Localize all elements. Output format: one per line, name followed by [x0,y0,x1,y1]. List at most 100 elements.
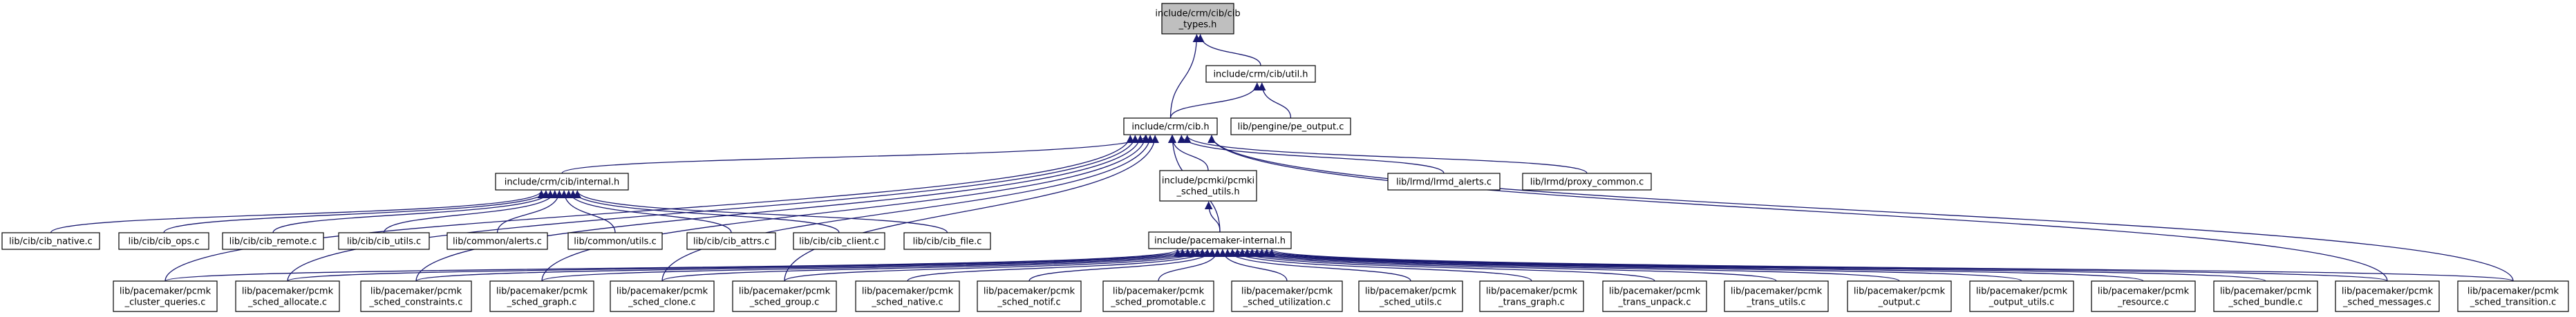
node-sched-constraints-c[interactable]: lib/pacemaker/pcmk_sched_constraints.c [360,280,472,312]
node-label-line: lib/pacemaker/pcmk [370,287,462,297]
node-label-line: _resource.c [2117,298,2169,308]
node-sched-native-c[interactable]: lib/pacemaker/pcmk_sched_native.c [855,280,960,312]
node-label-line: _sched_constraints.c [369,298,463,308]
edge-utils-c-to-cib-internal-h [560,190,616,233]
node-cib-file-c[interactable]: lib/cib/cib_file.c [903,232,991,250]
node-cib-h[interactable]: include/crm/cib.h [1123,117,1218,135]
node-label-line: include/crm/cib/cib [1155,9,1240,19]
node-cib-util-h[interactable]: include/crm/cib/util.h [1205,65,1316,83]
node-cib-client-c[interactable]: lib/cib/cib_client.c [793,232,885,250]
edge-cib-file-c-to-cib-internal-h [573,190,948,233]
node-cib-types-h[interactable]: include/crm/cib/cib_types.h [1155,3,1241,35]
node-label-line: lib/pacemaker/pcmk [617,287,708,297]
node-box [686,232,776,250]
node-label-line: _sched_promotable.c [1110,298,1206,308]
node-box [1230,117,1351,135]
edge-cib-internal-h-to-cib-h [561,135,1150,174]
edge-cib-native-c-to-cib-internal-h [50,190,546,233]
node-sched-utils-c[interactable]: lib/pacemaker/pcmk_sched_utils.c [1358,280,1463,312]
node-box [222,232,324,250]
node-box [977,280,1082,312]
edge-proxy-common-c-to-cib-h [1183,135,1588,174]
node-box [1231,280,1343,312]
node-label-line: lib/pacemaker/pcmk [1854,287,1946,297]
node-label-line: lib/pacemaker/pcmk [2467,287,2559,297]
edge-resource-c-to-pacemaker-internal-h [1253,249,2144,282]
node-sched-messages-c[interactable]: lib/pacemaker/pcmk_sched_messages.c [2335,280,2440,312]
node-box [495,173,629,191]
node-label-line: lib/common/alerts.c [453,237,542,247]
node-label-line: _sched_allocate.c [247,298,327,308]
edge-cib-remote-c-to-cib-internal-h [272,190,555,233]
node-label-line: _sched_messages.c [2342,298,2432,308]
node-label-line: include/pcmki/pcmki [1162,176,1254,186]
node-trans-graph-c[interactable]: lib/pacemaker/pcmk_trans_graph.c [1479,280,1584,312]
edge-pacemaker-internal-h-to-pcmki-sched-utils-h [1204,201,1221,233]
node-box [2091,280,2196,312]
edge-sched-constraints-c-to-cib-h [415,135,1145,282]
edge-output-c-to-pacemaker-internal-h [1243,249,1900,282]
node-box [855,280,960,312]
node-cib-ops-c[interactable]: lib/cib/cib_ops.c [118,232,209,250]
node-label-line: include/crm/cib.h [1131,122,1209,133]
node-box [360,280,472,312]
node-pe-output-c[interactable]: lib/pengine/pe_output.c [1230,117,1351,135]
edge-pe-output-c-to-cib-util-h [1257,82,1292,119]
node-sched-group-c[interactable]: lib/pacemaker/pcmk_sched_group.c [732,280,837,312]
node-box [1123,117,1218,135]
node-label-line: _sched_graph.c [507,298,577,308]
node-output-c[interactable]: lib/pacemaker/pcmk_output.c [1847,280,1952,312]
node-sched-notif-c[interactable]: lib/pacemaker/pcmk_sched_notif.c [977,280,1082,312]
node-box [2213,280,2318,312]
edge-sched-bundle-c-to-pacemaker-internal-h [1258,249,2266,282]
node-label-line: lib/cib/cib_remote.c [229,237,317,247]
node-label-line: lib/pacemaker/pcmk [1365,287,1457,297]
node-label-line: lib/pacemaker/pcmk [1113,287,1205,297]
node-label-line: lib/cib/cib_file.c [913,237,982,247]
node-label-line: lib/pacemaker/pcmk [2098,287,2190,297]
edge-sched-promotable-c-to-pacemaker-internal-h [1158,249,1222,282]
node-cib-attrs-c[interactable]: lib/cib/cib_attrs.c [686,232,776,250]
node-box [1479,280,1584,312]
node-box [793,232,885,250]
node-sched-allocate-c[interactable]: lib/pacemaker/pcmk_sched_allocate.c [235,280,340,312]
node-label-line: lib/lrmd/proxy_common.c [1530,177,1644,188]
node-box [1724,280,1829,312]
node-cluster-queries-c[interactable]: lib/pacemaker/pcmk_cluster_queries.c [113,280,218,312]
node-proxy-common-c[interactable]: lib/lrmd/proxy_common.c [1522,173,1652,191]
node-cib-internal-h[interactable]: include/crm/cib/internal.h [495,173,629,191]
node-fsmd-alerts-c[interactable]: lib/lrmd/lrmd_alerts.c [1387,173,1501,191]
node-cib-remote-c[interactable]: lib/cib/cib_remote.c [222,232,324,250]
node-trans-utils-c[interactable]: lib/pacemaker/pcmk_trans_utils.c [1724,280,1829,312]
node-sched-promotable-c[interactable]: lib/pacemaker/pcmk_sched_promotable.c [1102,280,1214,312]
node-box [118,232,209,250]
edge-sched-messages-c-to-cib-h [1207,135,2388,282]
edge-pcmki-sched-utils-h-to-cib-h [1167,135,1209,171]
node-pcmki-sched-utils-h[interactable]: include/pcmki/pcmki_sched_utils.h [1159,170,1257,202]
node-label-line: _sched_clone.c [628,298,696,308]
node-sched-graph-c[interactable]: lib/pacemaker/pcmk_sched_graph.c [489,280,594,312]
edge-cluster-queries-c-to-pacemaker-internal-h [164,249,1182,282]
node-box [235,280,340,312]
node-sched-clone-c[interactable]: lib/pacemaker/pcmk_sched_clone.c [610,280,715,312]
node-trans-unpack-c[interactable]: lib/pacemaker/pcmk_trans_unpack.c [1602,280,1707,312]
node-cib-native-c[interactable]: lib/cib/cib_native.c [1,232,100,250]
node-cib-utils-c[interactable]: lib/cib/cib_utils.c [338,232,430,250]
node-box [1522,173,1652,191]
node-utils-c[interactable]: lib/common/utils.c [567,232,663,250]
node-sched-transition-c[interactable]: lib/pacemaker/pcmk_sched_transition.c [2457,280,2569,312]
node-label-line: lib/pacemaker/pcmk [2342,287,2434,297]
node-box [446,232,548,250]
node-box [113,280,218,312]
node-sched-bundle-c[interactable]: lib/pacemaker/pcmk_sched_bundle.c [2213,280,2318,312]
edge-cib-attrs-c-to-cib-internal-h [565,190,732,233]
node-pacemaker-internal-h[interactable]: include/pacemaker-internal.h [1148,231,1292,249]
node-sched-utilization-c[interactable]: lib/pacemaker/pcmk_sched_utilization.c [1231,280,1343,312]
node-label-line: lib/cib/cib_utils.c [347,237,421,247]
node-box [1159,170,1257,202]
node-label-line: lib/pacemaker/pcmk [984,287,1075,297]
node-alerts-c[interactable]: lib/common/alerts.c [446,232,548,250]
node-output-utils-c[interactable]: lib/pacemaker/pcmk_output_utils.c [1969,280,2074,312]
node-resource-c[interactable]: lib/pacemaker/pcmk_resource.c [2091,280,2196,312]
